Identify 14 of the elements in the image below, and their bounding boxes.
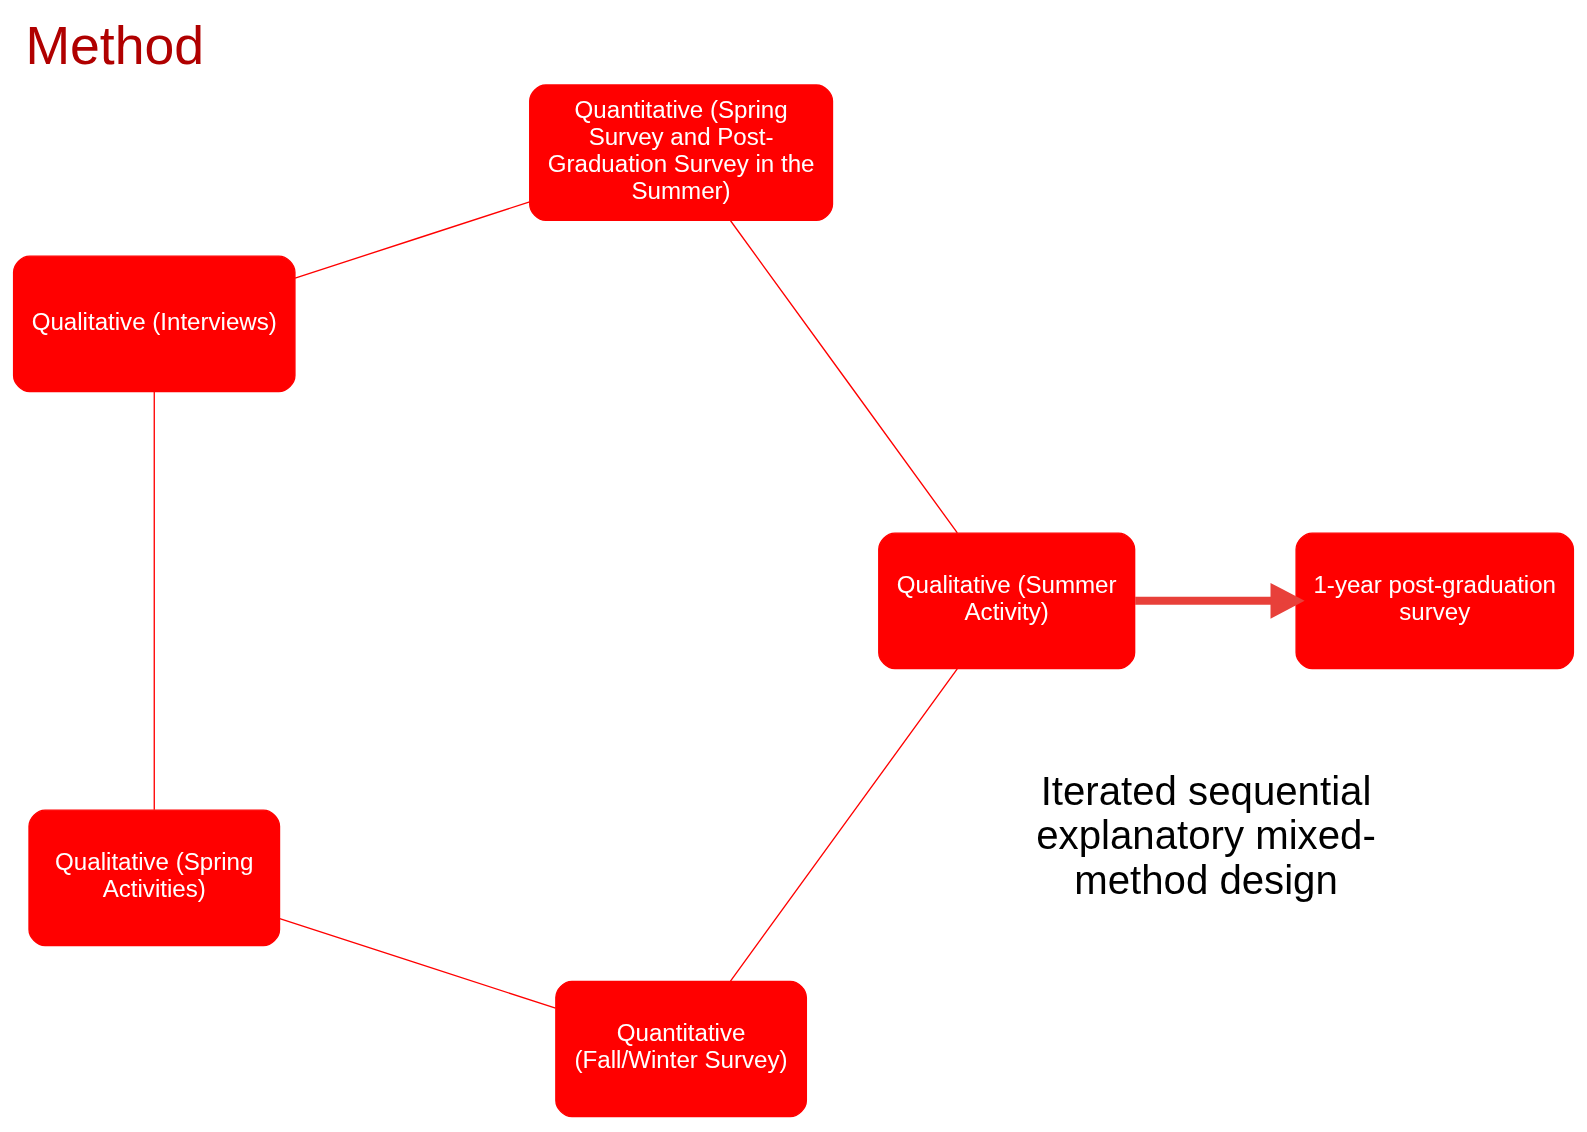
diagram-title: Method <box>25 14 205 75</box>
node-box: Qualitative (Interviews) <box>12 255 296 393</box>
arrow <box>1135 582 1305 619</box>
node-box: Qualitative (Spring Activities) <box>28 809 281 947</box>
connector <box>729 668 958 982</box>
node-box: Quantitative (Fall/Winter Survey) <box>555 980 808 1118</box>
connector <box>153 391 155 811</box>
node-box: 1-year post-graduation survey <box>1295 532 1575 670</box>
node-box: Quantitative (Spring Survey and Post-Graduation Survey in the Summer) <box>529 84 834 221</box>
connector <box>729 220 958 534</box>
connector <box>294 201 531 279</box>
label: Iterated sequential explanatory mixed-method design <box>1036 769 1376 903</box>
connector <box>279 917 557 1009</box>
node-box: Qualitative (Summer Activity) <box>878 532 1136 670</box>
